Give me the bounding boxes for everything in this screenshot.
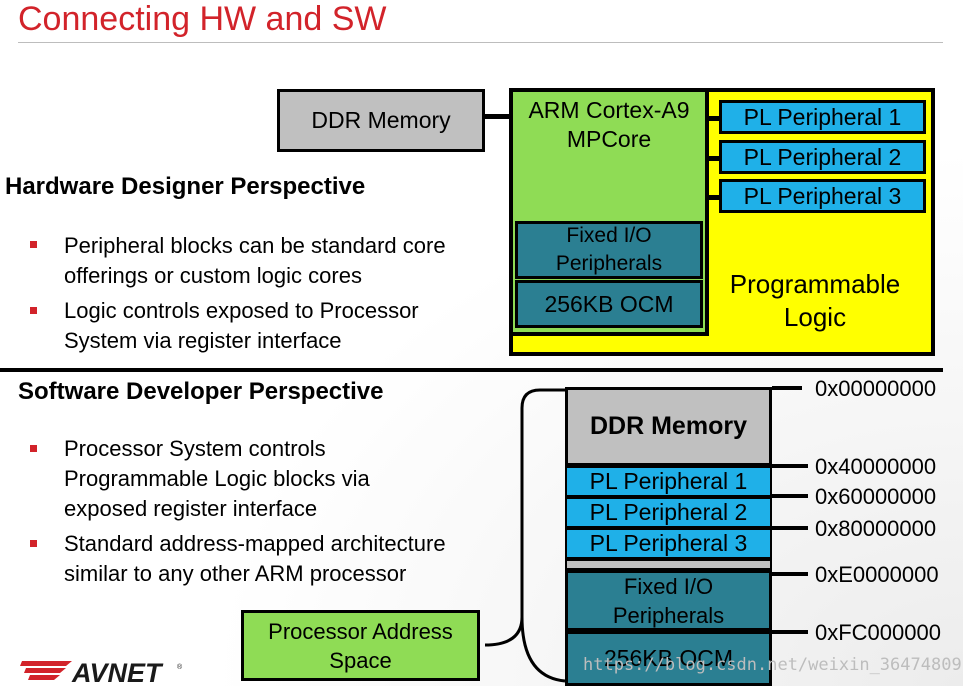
hw-pl-peripheral-3: PL Peripheral 3 bbox=[719, 179, 926, 213]
pl-label-line2: Logic bbox=[783, 302, 847, 332]
section-divider bbox=[0, 368, 943, 372]
bullet-marker bbox=[30, 540, 37, 547]
address-tick bbox=[772, 494, 808, 498]
bullet-marker bbox=[30, 307, 37, 314]
sw-bullet-1: Processor System controls Programmable L… bbox=[64, 434, 370, 524]
hw-ddr-memory-block: DDR Memory bbox=[277, 89, 485, 152]
map-fixed-io-line1: Fixed I/O bbox=[623, 573, 714, 599]
processor-address-space-box: Processor Address Space bbox=[241, 610, 480, 681]
pl-label-line1: Programmable bbox=[729, 269, 901, 299]
pl-peripheral-2-connector bbox=[709, 156, 721, 161]
hardware-perspective-heading: Hardware Designer Perspective bbox=[5, 173, 366, 200]
sw-bullet-2-line1: Standard address-mapped architecture bbox=[64, 531, 446, 556]
map-ddr-memory: DDR Memory bbox=[565, 387, 772, 466]
hw-bullet-1-line2: offerings or custom logic cores bbox=[64, 263, 362, 288]
page-title: Connecting HW and SW bbox=[18, 0, 387, 38]
address-label-2: 0x60000000 bbox=[815, 484, 937, 509]
title-underline bbox=[18, 42, 943, 43]
arm-label-line1: ARM Cortex-A9 bbox=[528, 97, 690, 123]
sw-bullet-2: Standard address-mapped architecture sim… bbox=[64, 529, 446, 589]
watermark-url: https://blog.csdn.net/weixin_36474809 bbox=[583, 655, 962, 675]
hw-pl-peripheral-1: PL Peripheral 1 bbox=[719, 100, 926, 134]
map-pl-peripheral-2: PL Peripheral 2 bbox=[565, 497, 772, 528]
address-space-line1: Processor Address bbox=[268, 618, 453, 644]
hw-fixed-io-line1: Fixed I/O bbox=[566, 224, 652, 247]
map-fixed-io-line2: Peripherals bbox=[612, 602, 725, 628]
address-tick bbox=[772, 630, 808, 634]
bullet-marker bbox=[30, 241, 37, 248]
address-tick bbox=[772, 464, 808, 468]
software-perspective-heading: Software Developer Perspective bbox=[18, 378, 384, 405]
bullet-marker bbox=[30, 445, 37, 452]
hw-fixed-io-line2: Peripherals bbox=[555, 252, 663, 275]
hw-fixed-io-block: Fixed I/O Peripherals bbox=[515, 221, 703, 279]
address-label-3: 0x80000000 bbox=[815, 516, 937, 541]
hw-pl-peripheral-2: PL Peripheral 2 bbox=[719, 140, 926, 174]
map-pl-peripheral-1: PL Peripheral 1 bbox=[565, 466, 772, 497]
hw-bullet-2: Logic controls exposed to Processor Syst… bbox=[64, 296, 419, 356]
hw-ocm-block: 256KB OCM bbox=[515, 280, 703, 328]
sw-bullet-1-line3: exposed register interface bbox=[64, 496, 318, 521]
hw-bullet-1-line1: Peripheral blocks can be standard core bbox=[64, 233, 446, 258]
hw-bullet-2-line1: Logic controls exposed to Processor bbox=[64, 298, 419, 323]
map-ocm-block: 256KB OCM bbox=[565, 631, 772, 686]
avnet-logo: AVNET ® bbox=[20, 658, 183, 685]
hw-bullet-1: Peripheral blocks can be standard core o… bbox=[64, 231, 446, 291]
pl-peripheral-1-connector bbox=[709, 116, 721, 121]
ddr-connector-line bbox=[485, 114, 510, 119]
map-pl-peripheral-3: PL Peripheral 3 bbox=[565, 528, 772, 559]
avnet-logo-text: AVNET bbox=[71, 658, 164, 685]
sw-bullet-2-line2: similar to any other ARM processor bbox=[64, 561, 407, 586]
svg-text:®: ® bbox=[177, 663, 183, 671]
map-reserved-gap bbox=[565, 559, 772, 570]
address-tick bbox=[772, 572, 808, 576]
arm-label-line2: MPCore bbox=[566, 126, 652, 152]
address-label-1: 0x40000000 bbox=[815, 454, 937, 479]
address-label-0: 0x00000000 bbox=[815, 376, 937, 401]
address-label-4: 0xE0000000 bbox=[815, 562, 939, 587]
address-space-bracket bbox=[484, 388, 566, 683]
sw-bullet-1-line2: Programmable Logic blocks via bbox=[64, 466, 370, 491]
map-fixed-io-block: Fixed I/O Peripherals bbox=[565, 570, 772, 631]
address-label-5: 0xFC000000 bbox=[815, 620, 941, 645]
programmable-logic-label: Programmable Logic bbox=[712, 268, 918, 334]
address-space-line2: Space bbox=[329, 647, 392, 673]
hw-bullet-2-line2: System via register interface bbox=[64, 328, 342, 353]
arm-cortex-label: ARM Cortex-A9 MPCore bbox=[514, 96, 704, 154]
address-tick bbox=[772, 386, 802, 390]
sw-bullet-1-line1: Processor System controls bbox=[64, 436, 326, 461]
address-tick bbox=[772, 526, 808, 530]
pl-peripheral-3-connector bbox=[709, 195, 721, 200]
